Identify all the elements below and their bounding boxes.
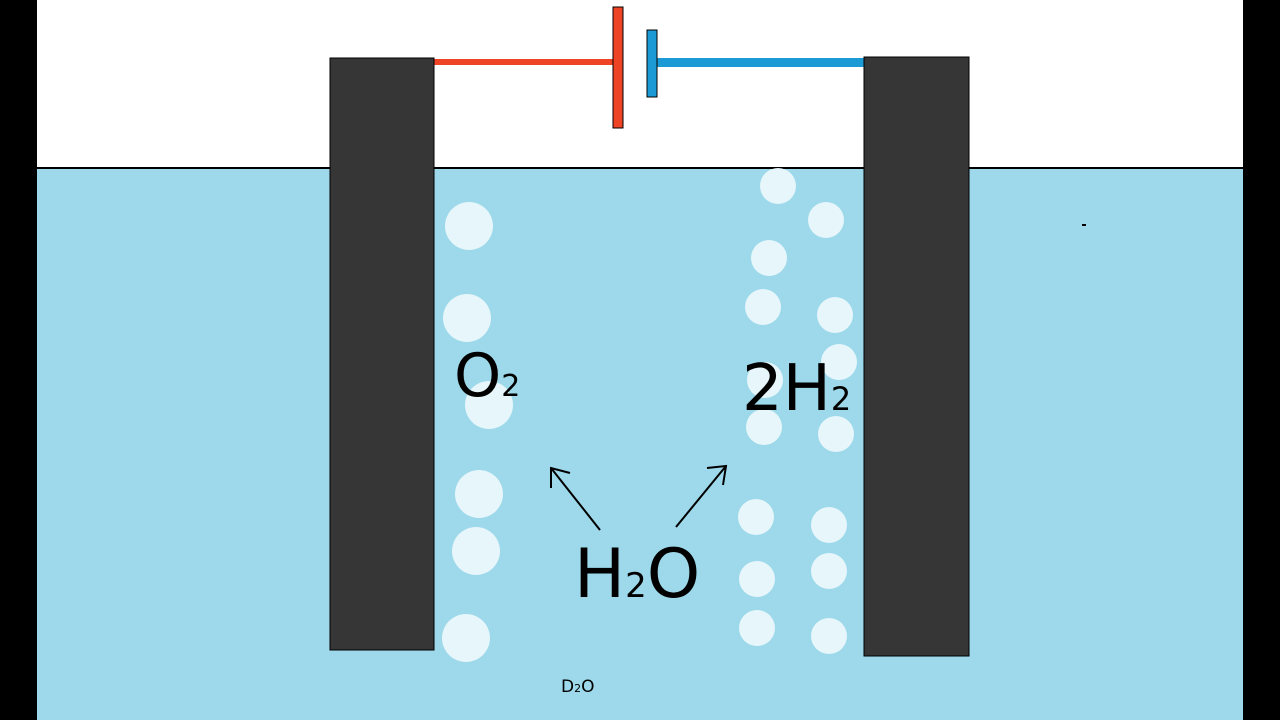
- water-base-h: H: [574, 535, 625, 614]
- cathode-electrode: [863, 56, 970, 657]
- anode-electrode: [329, 57, 435, 651]
- hydrogen-bubbles: [738, 168, 857, 654]
- bubble: [746, 409, 782, 445]
- bubble: [443, 294, 491, 342]
- bubble: [821, 344, 857, 380]
- bubble: [739, 610, 775, 646]
- bubble: [455, 470, 503, 518]
- heavy-water-label: D2O: [561, 677, 594, 697]
- battery-negative-plate: [646, 29, 658, 98]
- bubble: [751, 240, 787, 276]
- heavy-water-base-d: D: [561, 677, 574, 697]
- positive-wire: [433, 59, 616, 65]
- bubble: [811, 553, 847, 589]
- hydrogen-subscript: 2: [831, 380, 851, 418]
- arrow-to-hydrogen: [675, 464, 728, 528]
- bubble: [452, 527, 500, 575]
- bubble: [465, 381, 513, 429]
- oxygen-bubbles: [442, 202, 513, 662]
- air-region: [37, 0, 1243, 169]
- oxygen-subscript: 2: [501, 369, 520, 404]
- bubble: [747, 362, 783, 398]
- stray-mark: [1082, 224, 1086, 226]
- bubble: [811, 507, 847, 543]
- negative-wire: [655, 58, 867, 67]
- bubble: [818, 416, 854, 452]
- hydrogen-label: 2H2: [742, 352, 851, 426]
- water-subscript: 2: [625, 566, 647, 606]
- bubble: [738, 499, 774, 535]
- oxygen-label: O2: [454, 341, 520, 411]
- bubble: [760, 168, 796, 204]
- battery-positive-plate: [612, 6, 624, 129]
- bubble: [811, 618, 847, 654]
- water-base-o: O: [647, 535, 701, 614]
- hydrogen-base: H: [783, 352, 831, 426]
- water-label: H2O: [574, 535, 700, 614]
- reaction-arrows: [550, 464, 728, 531]
- bubble: [817, 297, 853, 333]
- heavy-water-base-o: O: [581, 677, 594, 697]
- heavy-water-subscript: 2: [574, 682, 581, 695]
- bubble: [739, 561, 775, 597]
- water-region: [37, 169, 1243, 720]
- bubble: [445, 202, 493, 250]
- hydrogen-coefficient: 2: [742, 352, 783, 426]
- bubble: [808, 202, 844, 238]
- bubble: [745, 289, 781, 325]
- arrow-to-oxygen: [550, 466, 601, 531]
- oxygen-base: O: [454, 341, 501, 411]
- bubble: [442, 614, 490, 662]
